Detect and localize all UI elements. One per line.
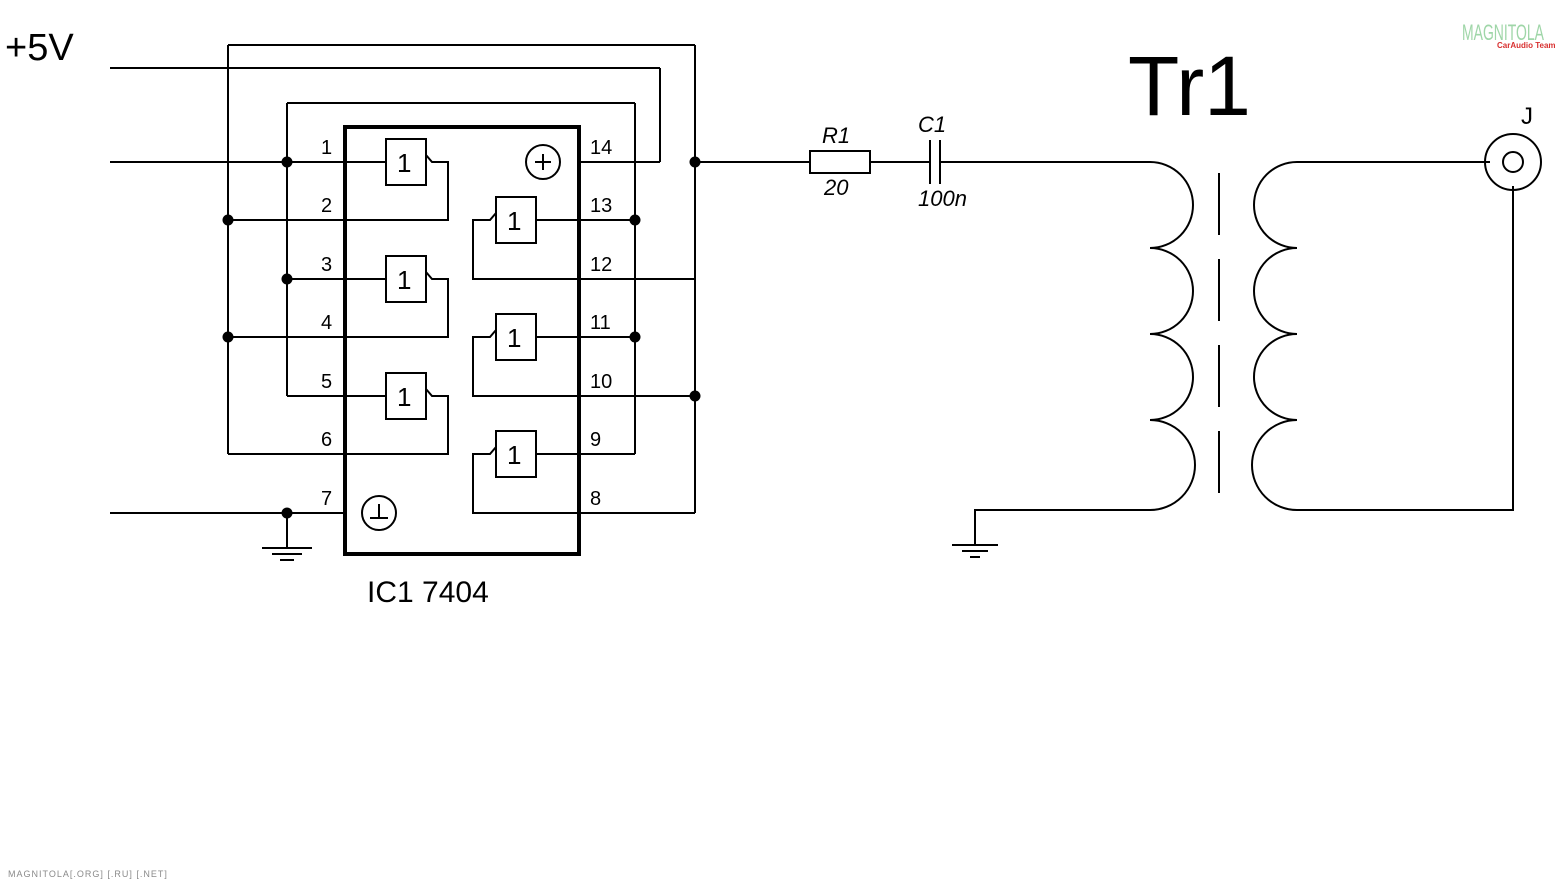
svg-text:1: 1 (397, 382, 411, 412)
pin-8: 8 (590, 488, 601, 510)
pin-1: 1 (321, 137, 332, 159)
transformer-label: Tr1 (1128, 39, 1251, 133)
wiring (110, 44, 1150, 561)
svg-text:1: 1 (507, 323, 521, 353)
jack-label: J (1521, 103, 1533, 130)
logo: MAGNITOLA CarAudio Team (1462, 20, 1556, 50)
resistor-ref: R1 (822, 123, 850, 148)
inverter-gate-1: 1 (345, 138, 449, 221)
pin-9: 9 (590, 429, 601, 451)
pin-5: 5 (321, 371, 332, 393)
capacitor-ref: C1 (918, 112, 946, 137)
inverter-gate-4: 1 (472, 196, 580, 280)
capacitor-value: 100n (918, 186, 967, 211)
inverter-gate-5: 1 (472, 313, 580, 397)
jack-connector-icon: J (1484, 103, 1542, 191)
pin-14: 14 (590, 137, 612, 159)
inverter-gate-6: 1 (472, 430, 580, 514)
inverter-gate-3: 1 (345, 372, 449, 455)
transformer-tr1 (952, 161, 1514, 558)
vcc-symbol-icon (525, 144, 561, 180)
pin-numbers: 1 2 3 4 5 6 7 8 9 10 11 12 13 14 (321, 137, 612, 510)
svg-text:1: 1 (397, 265, 411, 295)
ic-label: IC1 7404 (367, 576, 489, 609)
inverter-gate-2: 1 (345, 255, 449, 338)
pin-2: 2 (321, 195, 332, 217)
svg-text:1: 1 (507, 440, 521, 470)
logo-subtext: CarAudio Team (1497, 41, 1556, 50)
pin-3: 3 (321, 254, 332, 276)
pin-10: 10 (590, 371, 612, 393)
svg-text:1: 1 (397, 148, 411, 178)
ic-body (343, 125, 581, 556)
pin-7: 7 (321, 488, 332, 510)
pin-4: 4 (321, 312, 332, 334)
power-label: +5V (5, 27, 74, 69)
logo-text: MAGNITOLA (1462, 20, 1544, 45)
pin-6: 6 (321, 429, 332, 451)
svg-text:1: 1 (507, 206, 521, 236)
junction-dots (222, 156, 701, 519)
capacitor-c1: C1 100n (918, 112, 967, 211)
watermark-text: MAGNITOLA[.ORG] [.RU] [.NET] (8, 869, 168, 879)
ground-symbol-icon (361, 495, 397, 531)
pin-11: 11 (590, 312, 611, 334)
resistor-r1: R1 20 (809, 123, 871, 200)
resistor-value: 20 (823, 175, 849, 200)
pin-13: 13 (590, 195, 612, 217)
pin-12: 12 (590, 254, 612, 276)
